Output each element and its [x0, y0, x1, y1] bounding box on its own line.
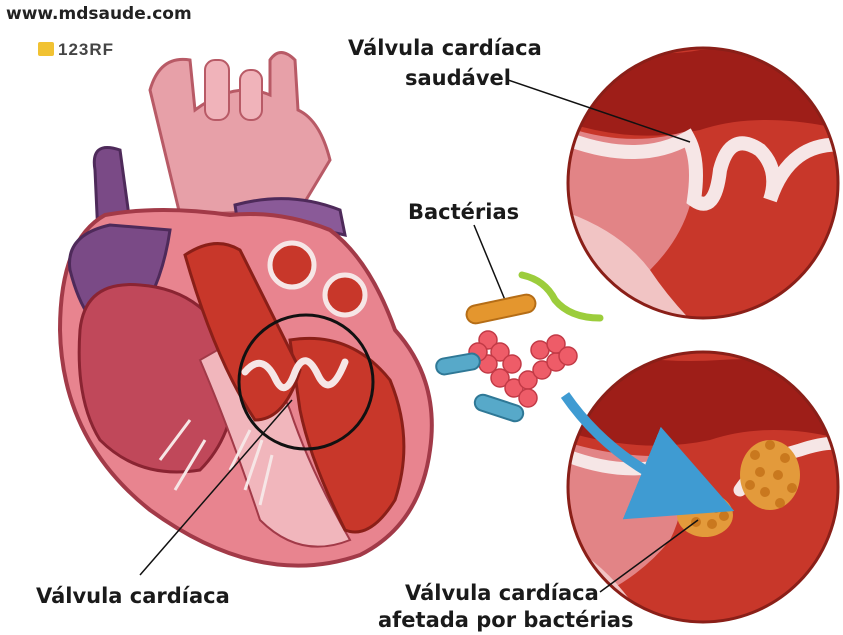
stock-logo-icon	[38, 42, 54, 56]
vegetation-cluster-right	[740, 440, 800, 510]
heart-valve-label: Válvula cardíaca	[36, 584, 230, 608]
affected-valve-label-line2: afetada por bactérias	[378, 608, 634, 632]
site-watermark: www.mdsaude.com	[6, 4, 192, 24]
stock-logo-text: 123RF	[58, 40, 114, 59]
bacterium-blue-1	[435, 352, 481, 375]
heart-cross-section	[60, 53, 432, 576]
pulmonary-vein-2	[325, 275, 365, 315]
bacteria-label: Bactérias	[408, 200, 519, 224]
healthy-valve-label-line2: saudável	[405, 66, 511, 90]
bacterium-orange	[465, 293, 537, 325]
stock-logo: 123RF	[38, 40, 114, 60]
affected-valve-label-line1: Válvula cardíaca	[405, 581, 599, 605]
healthy-valve-zoom	[508, 40, 843, 330]
bacteria-leader	[474, 225, 505, 300]
affected-valve-zoom	[560, 345, 843, 635]
vessel-branch-1	[205, 60, 229, 120]
bacterium-blue-2	[473, 393, 525, 424]
bacterium-green	[522, 275, 600, 318]
healthy-valve-label-line1: Válvula cardíaca	[348, 36, 530, 60]
pulmonary-vein-1	[270, 243, 314, 287]
vessel-branch-2	[240, 70, 262, 120]
